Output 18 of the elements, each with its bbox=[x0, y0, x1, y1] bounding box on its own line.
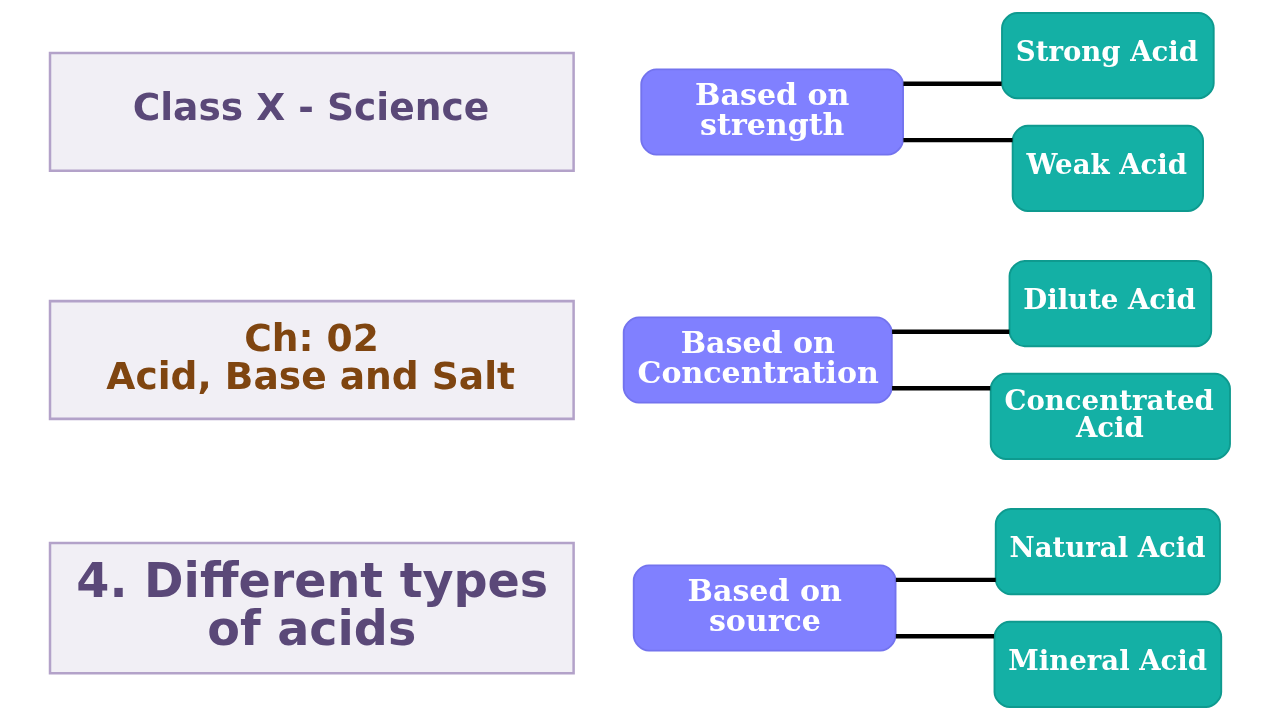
node-box: Concentrated Acid bbox=[989, 372, 1231, 460]
connector bbox=[903, 137, 1013, 143]
connector bbox=[892, 386, 991, 391]
node-box: Mineral Acid bbox=[993, 620, 1223, 708]
node-box: 4. Different types of acids bbox=[48, 541, 575, 675]
connector bbox=[895, 577, 996, 583]
node-box: Based on strength bbox=[640, 68, 904, 156]
node-box: Weak Acid bbox=[1011, 124, 1204, 212]
connector bbox=[903, 81, 1002, 86]
connector bbox=[892, 329, 1010, 334]
node-box: Ch: 02 Acid, Base and Salt bbox=[48, 299, 575, 421]
node-box: Based on source bbox=[632, 564, 897, 652]
connector bbox=[895, 634, 995, 639]
node-box: Based on Concentration bbox=[622, 316, 893, 404]
node-box: Natural Acid bbox=[994, 508, 1221, 596]
node-box: Strong Acid bbox=[1001, 12, 1215, 100]
node-box: Class X - Science bbox=[48, 51, 575, 173]
node-box: Dilute Acid bbox=[1008, 260, 1213, 348]
